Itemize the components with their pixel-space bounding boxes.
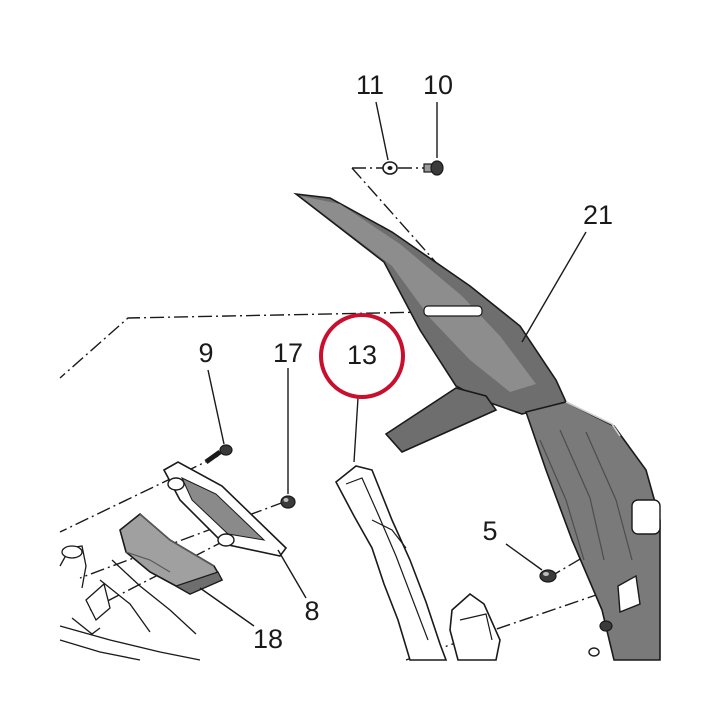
part-18-light-unit [119,512,224,595]
lower-bracket [449,592,501,661]
fairing-right-tab [631,499,661,535]
part-8-lens [162,461,288,557]
fairing-mount-slot [423,305,483,317]
leader-5 [505,543,543,571]
lens-glass [180,476,266,541]
callout-labels: 11 10 21 9 17 13 5 8 18 [198,70,613,654]
fairing-lower-ribs [539,429,633,561]
leader-13 [353,397,359,463]
callout-5: 5 [482,516,497,546]
leader-lines [199,101,587,627]
frame-structure [59,545,201,661]
callout-18: 18 [253,624,283,654]
part-17-grommet [280,495,296,509]
assembly-line-top-drop [351,167,481,313]
part-9-screw [204,444,233,465]
callout-17: 17 [273,338,303,368]
part-5-nut [539,569,557,583]
callout-21: 21 [583,200,613,230]
leader-18 [199,587,255,627]
leader-9 [207,369,225,445]
trim-strip-body [334,465,448,661]
callout-10: 10 [423,70,453,100]
fairing-fin [384,387,498,453]
fairing-right-bracket [617,574,641,614]
part-11-washer [382,161,398,175]
callout-11: 11 [356,70,384,100]
callout-8: 8 [304,596,319,626]
part-13-trim-strip [334,465,448,661]
lower-right-hardware [588,620,613,657]
fairing-edge-highlight [565,401,621,437]
trim-strip-inner [345,477,429,641]
leader-11 [375,101,389,161]
highlight-circle-13 [319,313,405,399]
leader-8 [277,549,307,599]
leader-21 [521,231,587,343]
fairing-upper-highlight [300,196,536,392]
part-21-fairing [293,192,661,661]
lens-pin-bottom [217,533,235,547]
callout-13: 13 [347,340,377,370]
lens-pin-top [167,477,185,491]
callout-9: 9 [198,338,213,368]
part-10-screw [423,160,444,176]
assembly-line-right-low [405,579,641,661]
assembly-line-left-long [59,311,429,379]
